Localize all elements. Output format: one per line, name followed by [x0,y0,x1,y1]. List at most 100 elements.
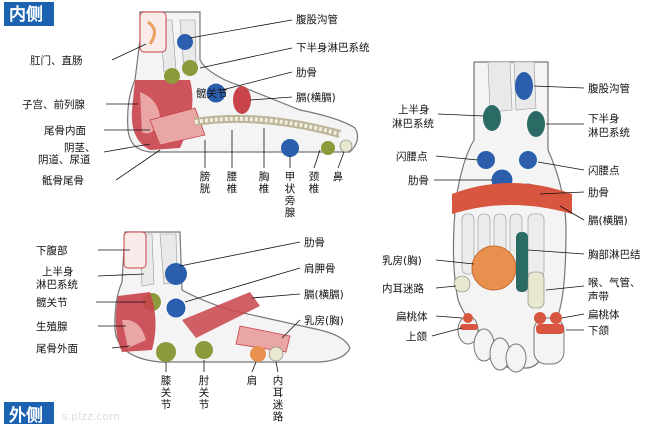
label-top-back-left: 闪腰点 [396,150,428,163]
inner-leaders [103,19,345,181]
label-hip-joint-inner: 髋关节 [196,87,228,100]
rectum-organ [147,20,156,45]
top-tibia-bone [487,61,513,113]
label-anus-rectum: 肛门、直肠 [30,54,83,67]
label-top-back-right: 闪腰点 [588,164,620,177]
label-groin: 腹股沟管 [296,13,338,26]
label-elbow: 肘关节 [199,374,210,411]
inner-bottom-labels: 膀胱 腰椎 胸椎 甲状旁腺 颈椎 鼻 [200,170,344,219]
label-top-diaphragm: 膈(横膈) [588,214,628,227]
inner-ear-reflex-outer [268,346,284,362]
parathyroid-reflex [281,139,299,157]
header-inner: 内侧 [4,2,54,26]
breast-reflex [235,325,291,353]
cervical-reflex [321,141,335,155]
top-tonsil-reflex-left [463,313,473,323]
inner-rib-reflex [205,82,227,104]
label-penis: 阴茎、 [64,142,96,154]
top-tonsil-reflex-right [534,312,546,324]
top-lower-lymph-reflex [527,111,545,137]
label-outer-diaphragm: 膈(横膈) [304,288,344,301]
label-upper-body: 上半身 [42,265,74,278]
top-back-point-right [519,151,537,169]
label-top-ribs-right: 肋骨 [588,186,609,199]
label-nose: 鼻 [333,170,344,183]
label-uterus-prostate: 子宫、前列腺 [22,98,85,111]
label-shoulder: 肩 [247,374,258,387]
label-top-ribs-left: 肋骨 [408,174,429,187]
label-top-tonsil-left: 扁桃体 [396,310,428,323]
coccyx-inner-zone [149,107,206,146]
label-top-lower-body: 下半身 [588,112,620,125]
spine-vertebrae [194,116,341,136]
label-thoracic: 胸椎 [259,170,270,195]
label-lymph-system: 淋巴系统 [36,278,78,291]
label-ribs: 肋骨 [296,66,317,79]
label-top-chest-lymph: 胸部淋巴结 [588,248,641,261]
label-parathyroid: 甲状旁腺 [285,171,296,219]
label-diaphragm: 膈(横膈) [296,91,336,104]
label-top-upper-body: 上半身 [398,103,430,116]
label-lower-lymph: 下半身淋巴系统 [296,41,370,54]
label-outer-ribs: 肋骨 [304,236,325,249]
label-knee: 膝关节 [161,374,172,411]
elbow-reflex [195,341,213,359]
top-leaders [431,85,585,337]
label-top-lymph-right: 淋巴系统 [588,126,630,139]
label-cervical: 颈椎 [309,171,320,195]
label-top-upper-jaw: 上颌 [406,330,427,343]
rectum-zone [139,11,167,53]
top-upper-lymph-reflex [483,105,501,131]
label-top-lower-jaw: 下颌 [588,324,609,337]
outer-bottom-labels: 膝关节 肘关节 肩 内耳迷路 [161,374,284,423]
label-top-vocal: 声带 [588,290,609,303]
label-scapula: 肩胛骨 [304,262,336,275]
top-inner-ear-reflex [453,275,471,293]
label-inner-ear-outer: 内耳迷路 [273,374,284,423]
label-top-lymph-left: 淋巴系统 [392,117,434,130]
header-outer: 外侧 [4,402,54,424]
outer-foot [114,231,351,363]
scapula-reflex [165,297,187,319]
label-top-groin: 腹股沟管 [588,82,630,95]
inner-foot [127,11,359,157]
inner-diaphragm-reflex [233,86,251,114]
inner-lymph-reflex-2 [182,60,198,76]
label-coccyx-outer: 尾骨外面 [36,343,78,355]
top-back-point-left [477,151,495,169]
throat-reflex [527,271,545,309]
label-top-inner-ear: 内耳迷路 [382,282,424,295]
label-sacrum-coccyx: 骶骨尾骨 [42,175,84,187]
label-bladder: 膀胱 [200,170,211,195]
knee-reflex [156,342,176,362]
top-tonsil-reflex-right-2 [550,312,562,324]
outer-diaphragm-reflex [182,292,260,338]
top-foot [452,61,572,373]
top-upper-jaw-reflex [460,324,478,330]
chest-lymph-reflex [516,232,528,292]
groin-reflex [177,34,193,50]
label-top-throat: 喉、气管、 [588,276,641,289]
top-lower-jaw-reflex [536,324,564,334]
top-breast-reflex [471,245,517,291]
label-top-tonsil-right: 扁桃体 [588,308,620,321]
inner-lymph-reflex-1 [164,68,180,84]
outer-leaders [96,241,301,373]
label-top-breast: 乳房(胸) [382,254,422,267]
nose-reflex [339,139,353,153]
header-inner-text: 内侧 [9,4,43,25]
label-vagina-urethra: 阴道、尿道 [38,153,91,166]
top-diaphragm-band [452,183,572,214]
label-gonad: 生殖腺 [36,320,68,333]
label-hip-joint: 髋关节 [36,296,68,309]
outer-rib-reflex [165,263,187,285]
gonad-organ [122,319,146,348]
label-coccyx-inner: 尾骨内面 [44,124,86,137]
header-outer-text: 外侧 [9,405,43,424]
shoulder-reflex [250,346,266,362]
top-groin-reflex [515,72,533,100]
label-breast: 乳房(胸) [304,314,344,327]
watermark: s.plzz.com [62,410,120,423]
